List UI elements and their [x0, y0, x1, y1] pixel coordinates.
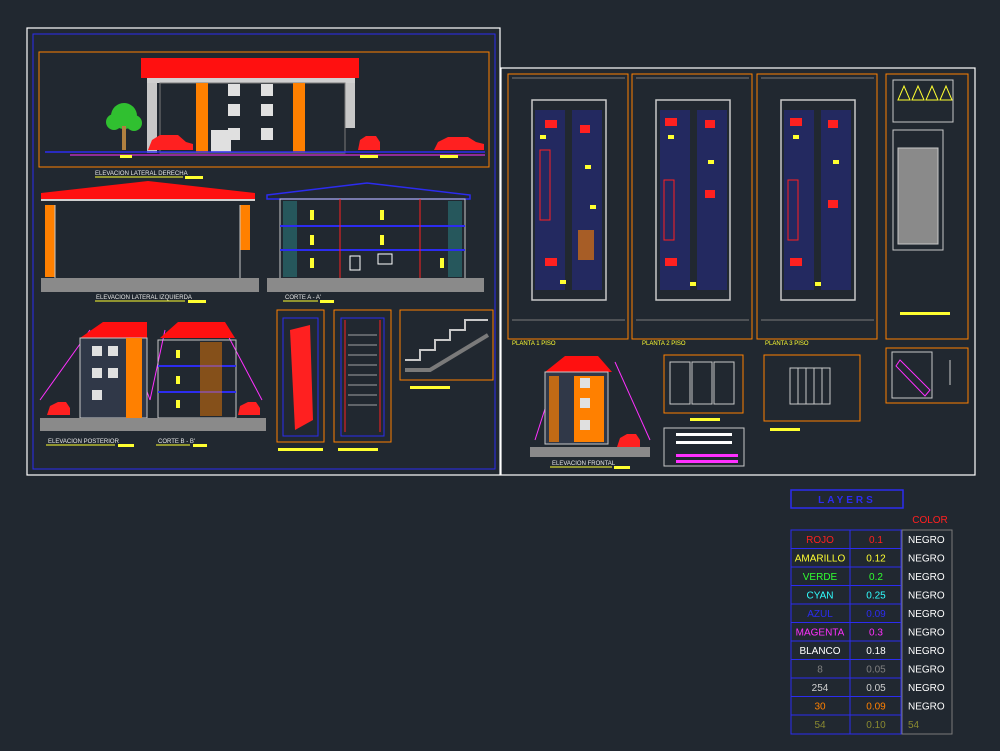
layer-name: 8: [817, 665, 823, 676]
layer-weight: 0.3: [869, 628, 883, 639]
detail-door: [763, 354, 861, 431]
layer-name: CYAN: [806, 591, 833, 602]
floor-plan-3: PLANTA 3 PISO: [756, 73, 878, 347]
layer-color-name: NEGRO: [908, 554, 945, 565]
layers-title: LAYERS: [818, 495, 876, 506]
label-corte-b-b: CORTE B - B': [158, 439, 195, 445]
layer-weight: 0.1: [869, 535, 883, 546]
layer-color-name: NEGRO: [908, 628, 945, 639]
sheet-left: ELEVACION LATERAL DERECHA ELEVACION LATE…: [26, 27, 501, 476]
layer-name: 54: [814, 720, 826, 731]
elevation-left-side: ELEVACION LATERAL IZQUIERDA: [41, 181, 259, 303]
detail-bathroom: [663, 354, 744, 421]
layer-name: MAGENTA: [796, 628, 845, 639]
layer-weight: 0.18: [866, 646, 886, 657]
label-elevacion-lateral-izquierda: ELEVACION LATERAL IZQUIERDA: [96, 295, 192, 301]
floor-plan-1: PLANTA 1 PISO: [507, 73, 629, 347]
sheet-right: PLANTA 1 PISO PLANTA 2 PISO PLANTA 3 PIS…: [500, 67, 976, 476]
layer-weight: 0.25: [866, 591, 886, 602]
label-elevacion-frontal: ELEVACION FRONTAL: [552, 461, 616, 467]
layer-weight: 0.09: [866, 702, 886, 713]
layers-color-header: COLOR: [912, 515, 948, 526]
layer-name: 254: [812, 683, 829, 694]
label-planta-2: PLANTA 2 PISO: [642, 341, 686, 347]
label-planta-1: PLANTA 1 PISO: [512, 341, 556, 347]
detail-site-small: [885, 347, 969, 404]
elevation-right-side: ELEVACION LATERAL DERECHA: [38, 51, 490, 179]
layer-color-name: NEGRO: [908, 572, 945, 583]
section-b-b: CORTE B - B': [149, 322, 266, 447]
layer-color-name: NEGRO: [908, 665, 945, 676]
elevation-rear: ELEVACION POSTERIOR: [39, 322, 152, 447]
layer-color-name: NEGRO: [908, 591, 945, 602]
layer-color-name: 54: [908, 720, 920, 731]
detail-stair-section: [399, 309, 494, 389]
layer-weight: 0.09: [866, 609, 886, 620]
layer-name: VERDE: [803, 572, 838, 583]
layer-name: AZUL: [807, 609, 833, 620]
detail-stair-red: [276, 309, 325, 451]
label-elevacion-lateral-derecha: ELEVACION LATERAL DERECHA: [95, 171, 188, 177]
label-elevacion-posterior: ELEVACION POSTERIOR: [48, 439, 120, 445]
layer-weight: 0.12: [866, 554, 886, 565]
layer-name: AMARILLO: [795, 554, 846, 565]
floor-plan-2: PLANTA 2 PISO: [631, 73, 753, 347]
layer-weight: 0.05: [866, 683, 886, 694]
label-corte-a-a: CORTE A - A': [285, 295, 321, 301]
site-plan: [885, 73, 969, 340]
layer-name: 30: [814, 702, 826, 713]
layer-color-name: NEGRO: [908, 702, 945, 713]
layer-weight: 0.10: [866, 720, 886, 731]
detail-title-block: [663, 427, 745, 467]
layer-name: ROJO: [806, 535, 834, 546]
detail-stair-plan: [333, 309, 392, 451]
layer-weight: 0.05: [866, 665, 886, 676]
section-a-a: CORTE A - A': [266, 182, 484, 303]
label-planta-3: PLANTA 3 PISO: [765, 341, 809, 347]
elevation-front: ELEVACION FRONTAL: [530, 356, 651, 469]
layer-weight: 0.2: [869, 572, 883, 583]
layer-color-name: NEGRO: [908, 609, 945, 620]
layer-color-name: NEGRO: [908, 646, 945, 657]
layer-name: BLANCO: [799, 646, 840, 657]
layer-color-name: NEGRO: [908, 535, 945, 546]
layer-color-name: NEGRO: [908, 683, 945, 694]
